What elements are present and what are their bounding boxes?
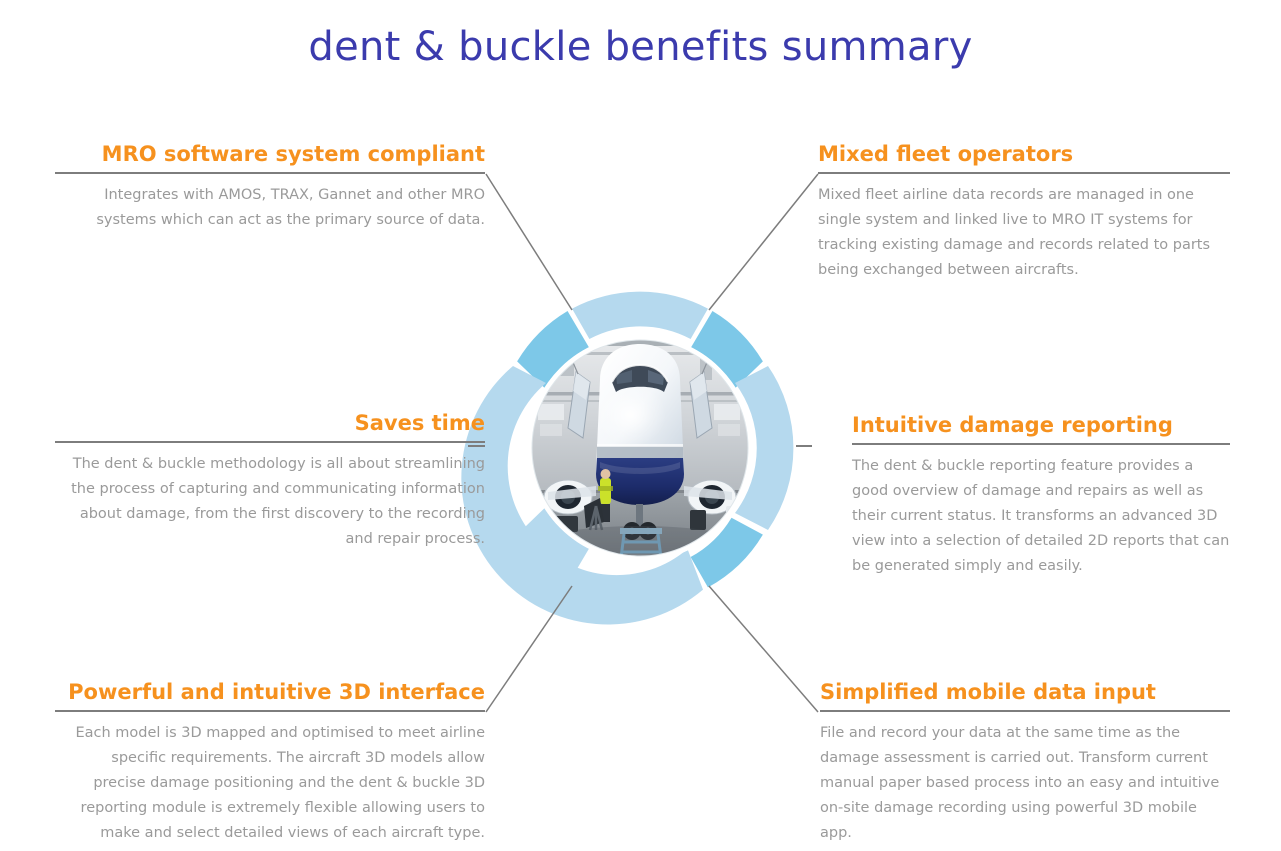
benefit-mro-software-system-compliant: MRO software system compliant Integrates…	[55, 142, 485, 233]
benefit-saves-time: Saves time The dent & buckle methodology…	[55, 411, 485, 552]
page-title: dent & buckle benefits summary	[308, 24, 973, 70]
donut-segment-6b	[517, 488, 603, 586]
benefit-rule	[818, 172, 1230, 175]
benefit-body: The dent & buckle methodology is all abo…	[71, 456, 485, 548]
benefit-rule	[55, 441, 485, 444]
benefit-heading: Mixed fleet operators	[818, 142, 1074, 166]
donut-segment-5	[690, 517, 763, 588]
benefit-heading: Intuitive damage reporting	[852, 413, 1173, 437]
donut-segment-1	[517, 310, 603, 408]
benefit-rule	[55, 172, 485, 175]
benefit-simplified-mobile-data-input: Simplified mobile data input File and re…	[820, 680, 1230, 846]
benefit-mixed-fleet-operators: Mixed fleet operators Mixed fleet airlin…	[818, 142, 1230, 283]
benefit-body: Mixed fleet airline data records are man…	[818, 187, 1211, 279]
benefit-body: Integrates with AMOS, TRAX, Gannet and o…	[96, 187, 485, 229]
benefit-body: File and record your data at the same ti…	[820, 725, 1220, 842]
benefit-heading: MRO software system compliant	[101, 142, 485, 166]
benefit-heading: Simplified mobile data input	[820, 680, 1156, 704]
benefit-rule	[820, 710, 1230, 713]
connector-bottom-left	[485, 585, 573, 713]
benefit-heading: Powerful and intuitive 3D interface	[68, 680, 485, 704]
donut-chart	[461, 291, 794, 625]
connector-top-left	[485, 173, 573, 311]
connector-lines	[468, 173, 819, 713]
donut-segment-4	[735, 366, 794, 530]
connector-bottom-right	[708, 585, 819, 713]
benefit-body: Each model is 3D mapped and optimised to…	[75, 725, 485, 842]
donut-segment-2	[572, 291, 708, 339]
donut-segment-3	[677, 310, 763, 408]
benefit-intuitive-damage-reporting: Intuitive damage reporting The dent & bu…	[852, 413, 1230, 579]
benefit-rule	[852, 443, 1230, 446]
donut-segment-6	[461, 366, 703, 625]
benefit-rule	[55, 710, 485, 713]
center-photo	[527, 335, 753, 561]
benefit-body: The dent & buckle reporting feature prov…	[852, 458, 1230, 575]
benefit-heading: Saves time	[354, 411, 485, 435]
connector-top-right	[708, 173, 819, 311]
benefit-powerful-and-intuitive-3d-interface: Powerful and intuitive 3D interface Each…	[55, 680, 485, 846]
